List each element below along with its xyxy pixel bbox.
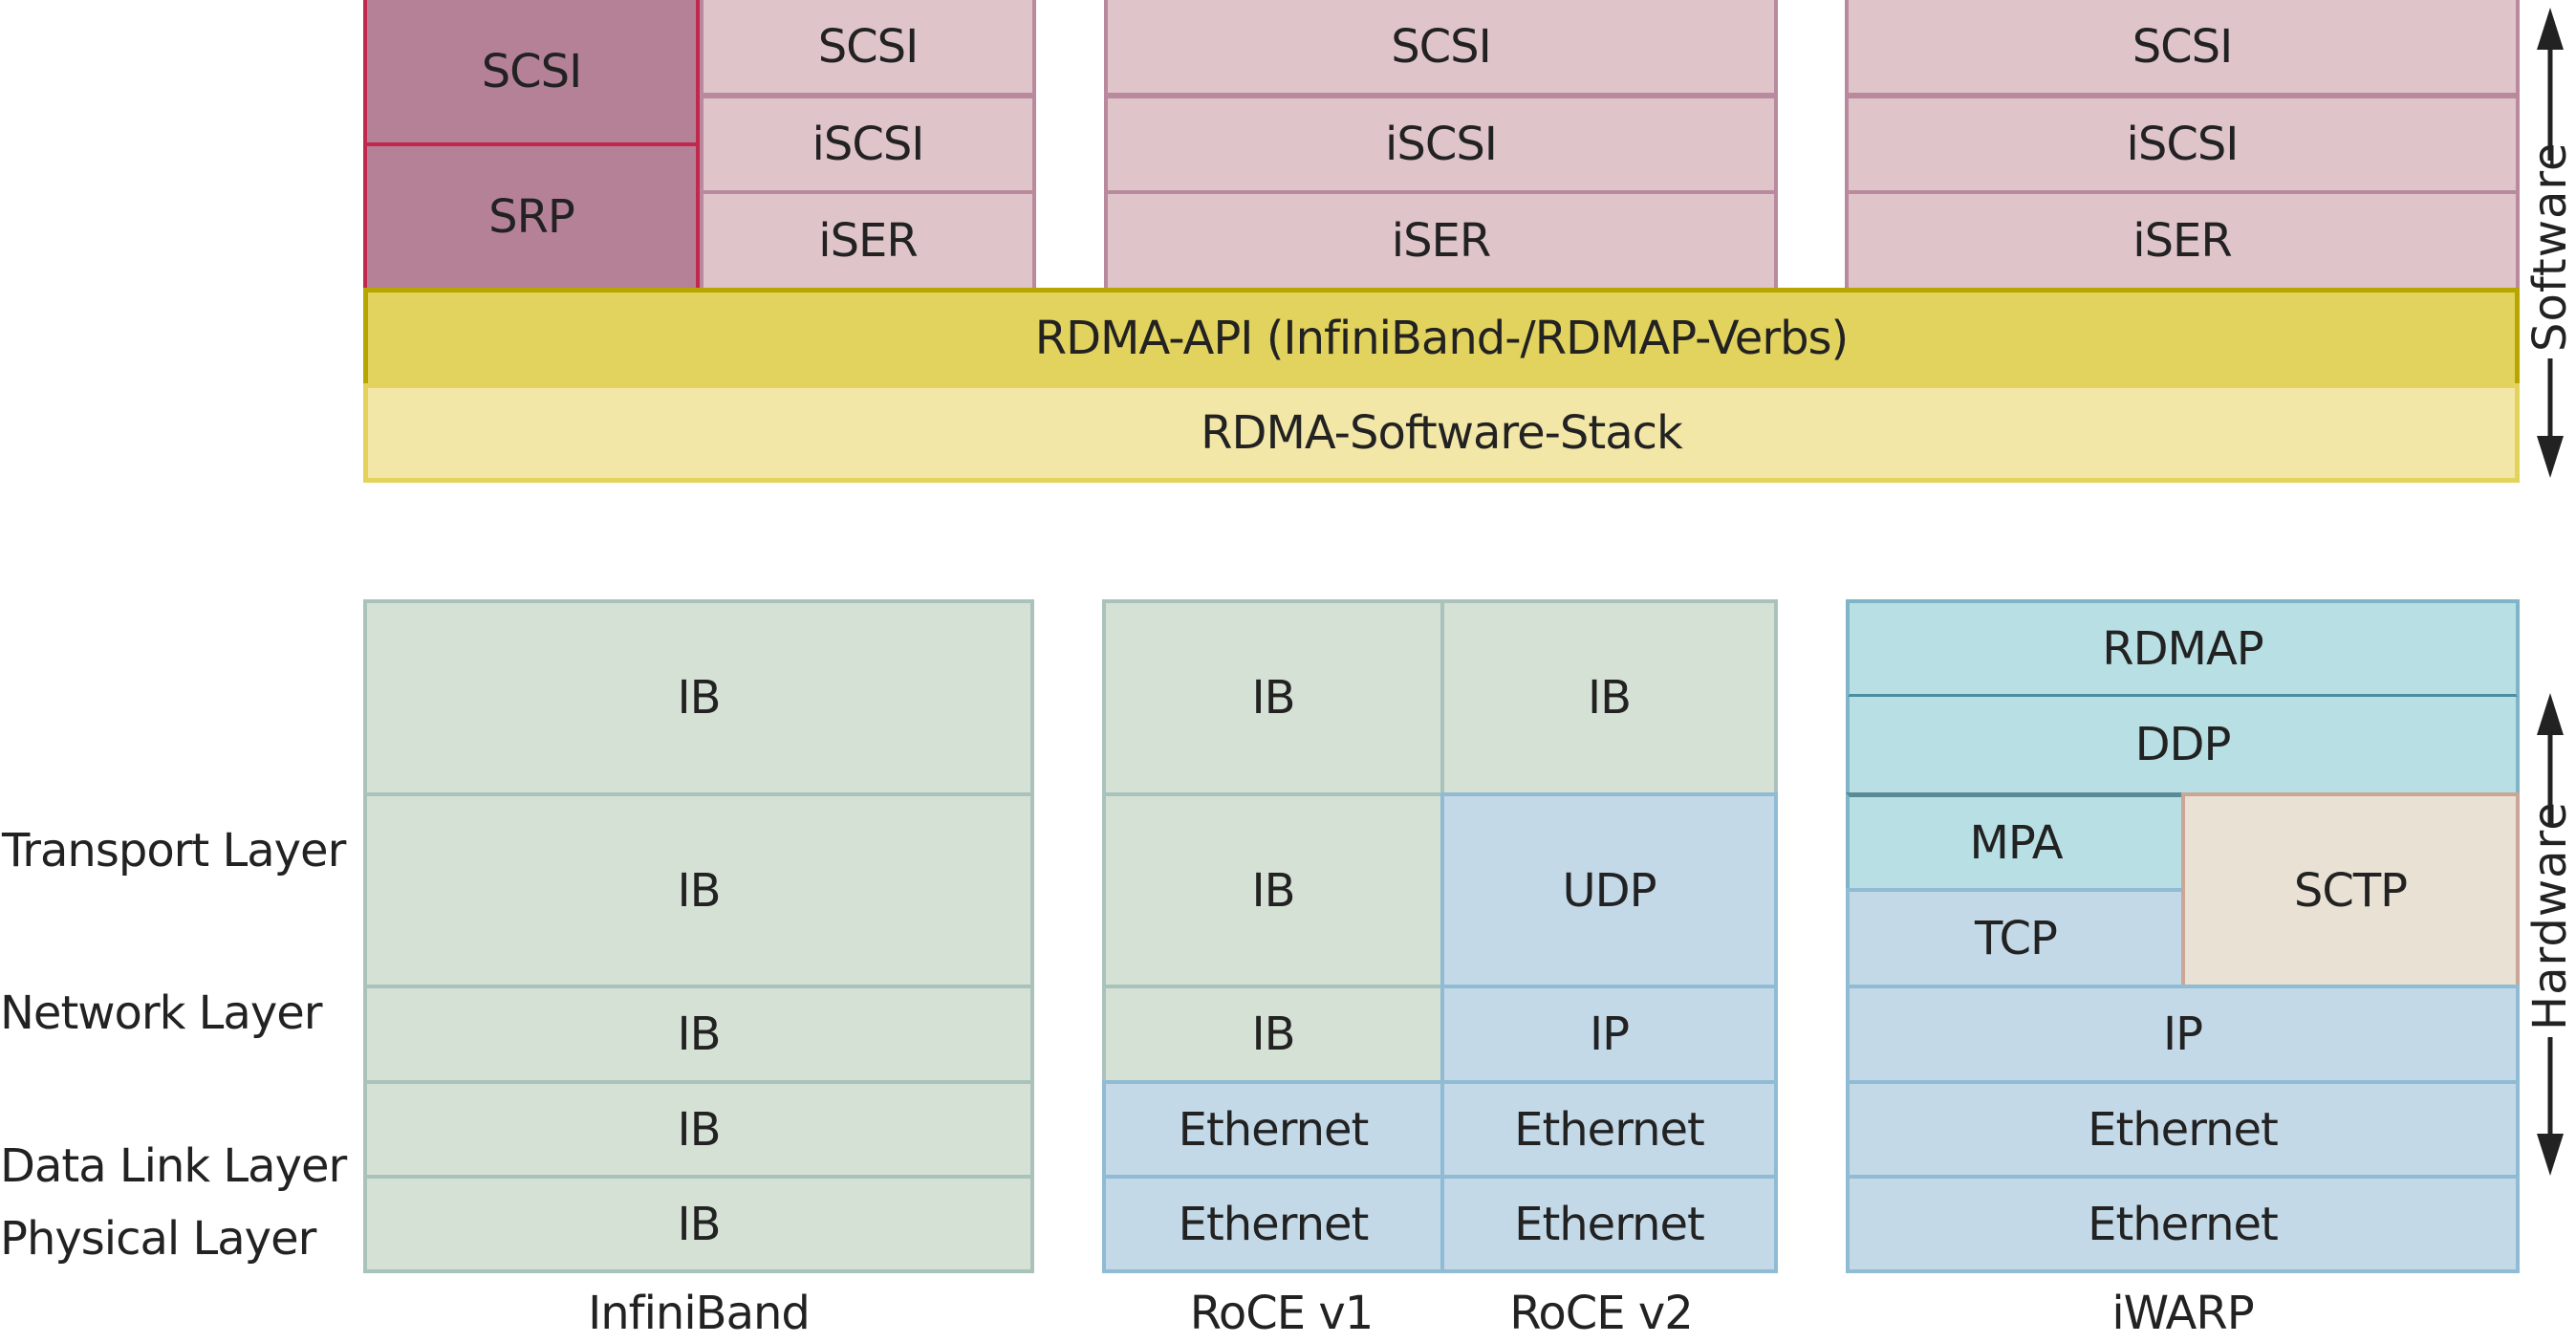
column-label-iwarp: iWARP (2111, 1287, 2254, 1340)
roce-iscsi-label: iSCSI (1385, 118, 1498, 171)
iwarp-iscsi-label: iSCSI (2126, 118, 2240, 171)
ib-row-2: IB (363, 792, 1034, 988)
ib-row-4-label: IB (677, 1102, 721, 1157)
software-down-arrow-icon (2537, 358, 2564, 478)
rdma-software-stack-label: RDMA-Software-Stack (1201, 406, 1683, 460)
iwarp-ip: IP (1846, 985, 2520, 1084)
ib-row-1-label: IB (677, 671, 721, 725)
iwarp-ethernet-2: Ethernet (1846, 1175, 2520, 1273)
roce-iser: iSER (1104, 190, 1778, 292)
layer-label-transport: Transport Layer (2, 824, 346, 877)
roce-v1-row-1-label: IB (1251, 671, 1295, 725)
iwarp-scsi: SCSI (1845, 0, 2520, 97)
hardware-up-arrow-icon (2537, 693, 2564, 827)
roce-v2-row-1-label: IB (1587, 671, 1632, 725)
rdma-api-label: RDMA-API (InfiniBand-/RDMAP-Verbs) (1034, 311, 1850, 365)
software-up-arrow-icon (2537, 8, 2564, 161)
roce-v1-row-4: Ethernet (1102, 1080, 1444, 1179)
iwarp-ddp: DDP (1846, 697, 2520, 796)
ib-row-2-label: IB (677, 863, 721, 918)
roce-v1-row-3-label: IB (1251, 1007, 1295, 1061)
roce-v2-row-3: IP (1440, 985, 1778, 1084)
ib-native-scsi-label: SCSI (481, 44, 583, 98)
roce-v2-row-1: IB (1440, 599, 1778, 796)
layer-label-datalink: Data Link Layer (0, 1139, 347, 1193)
roce-v1-row-2: IB (1102, 792, 1444, 988)
ib-row-5: IB (363, 1175, 1034, 1273)
roce-v1-row-1: IB (1102, 599, 1444, 796)
iwarp-ip-label: IP (2162, 1007, 2203, 1061)
roce-v2-row-4-label: Ethernet (1514, 1102, 1705, 1157)
ib-row-5-label: IB (677, 1197, 721, 1251)
iwarp-mpa-label: MPA (1969, 815, 2063, 870)
roce-scsi: SCSI (1104, 0, 1778, 97)
ib-upper-iscsi: iSCSI (700, 95, 1036, 194)
roce-v2-row-5: Ethernet (1440, 1175, 1778, 1273)
ib-upper-scsi-label: SCSI (817, 19, 920, 74)
roce-v2-row-4: Ethernet (1440, 1080, 1778, 1179)
iwarp-rdmap: RDMAP (1846, 599, 2520, 700)
hardware-side-label: Hardware (2523, 801, 2576, 1030)
rdma-software-stack: RDMA-Software-Stack (363, 383, 2520, 483)
iwarp-iscsi: iSCSI (1845, 95, 2520, 194)
layer-label-physical: Physical Layer (0, 1212, 316, 1266)
roce-iscsi: iSCSI (1104, 95, 1778, 194)
hardware-down-arrow-icon (2537, 1037, 2564, 1176)
column-label-infiniband: InfiniBand (588, 1287, 811, 1340)
iwarp-tcp: TCP (1846, 888, 2186, 988)
iwarp-rdmap-label: RDMAP (2102, 621, 2264, 676)
iwarp-ethernet-1: Ethernet (1846, 1080, 2520, 1179)
iwarp-sctp: SCTP (2181, 792, 2520, 988)
roce-v2-row-2-label: UDP (1562, 863, 1656, 918)
ib-row-3: IB (363, 985, 1034, 1084)
ib-upper-iscsi-label: iSCSI (812, 118, 925, 171)
roce-v2-row-5-label: Ethernet (1514, 1197, 1705, 1251)
roce-iser-label: iSER (1391, 214, 1491, 268)
iwarp-ethernet-2-label: Ethernet (2088, 1197, 2279, 1251)
roce-v1-row-2-label: IB (1251, 863, 1295, 918)
roce-v1-row-4-label: Ethernet (1178, 1102, 1370, 1157)
iwarp-scsi-label: SCSI (2132, 19, 2234, 74)
iwarp-sctp-label: SCTP (2293, 863, 2408, 918)
roce-scsi-label: SCSI (1391, 19, 1492, 74)
ib-native-scsi: SCSI (363, 0, 700, 146)
roce-v1-row-5: Ethernet (1102, 1175, 1444, 1273)
rdma-api: RDMA-API (InfiniBand-/RDMAP-Verbs) (363, 288, 2520, 388)
iwarp-mpa: MPA (1846, 792, 2186, 892)
ib-row-3-label: IB (677, 1007, 721, 1061)
column-label-roce-v2: RoCE v2 (1509, 1287, 1694, 1340)
iwarp-iser-label: iSER (2132, 214, 2232, 268)
iwarp-ethernet-1-label: Ethernet (2088, 1102, 2279, 1157)
ib-upper-iser-label: iSER (818, 214, 918, 268)
roce-v1-row-3: IB (1102, 985, 1444, 1084)
ib-native-srp: SRP (363, 142, 700, 292)
roce-v1-row-5-label: Ethernet (1178, 1197, 1370, 1251)
iwarp-ddp-label: DDP (2134, 718, 2232, 771)
iwarp-iser: iSER (1845, 190, 2520, 292)
ib-row-4: IB (363, 1080, 1034, 1179)
roce-v2-row-2: UDP (1440, 792, 1778, 988)
ib-row-1: IB (363, 599, 1034, 796)
ib-native-srp-label: SRP (488, 190, 575, 244)
iwarp-tcp-label: TCP (1975, 911, 2058, 965)
ib-upper-iser: iSER (700, 190, 1036, 292)
software-side-label: Software (2523, 141, 2576, 352)
column-label-roce-v1: RoCE v1 (1189, 1287, 1375, 1340)
ib-upper-scsi: SCSI (700, 0, 1036, 97)
roce-v2-row-3-label: IP (1589, 1007, 1630, 1061)
layer-label-network: Network Layer (0, 986, 322, 1040)
